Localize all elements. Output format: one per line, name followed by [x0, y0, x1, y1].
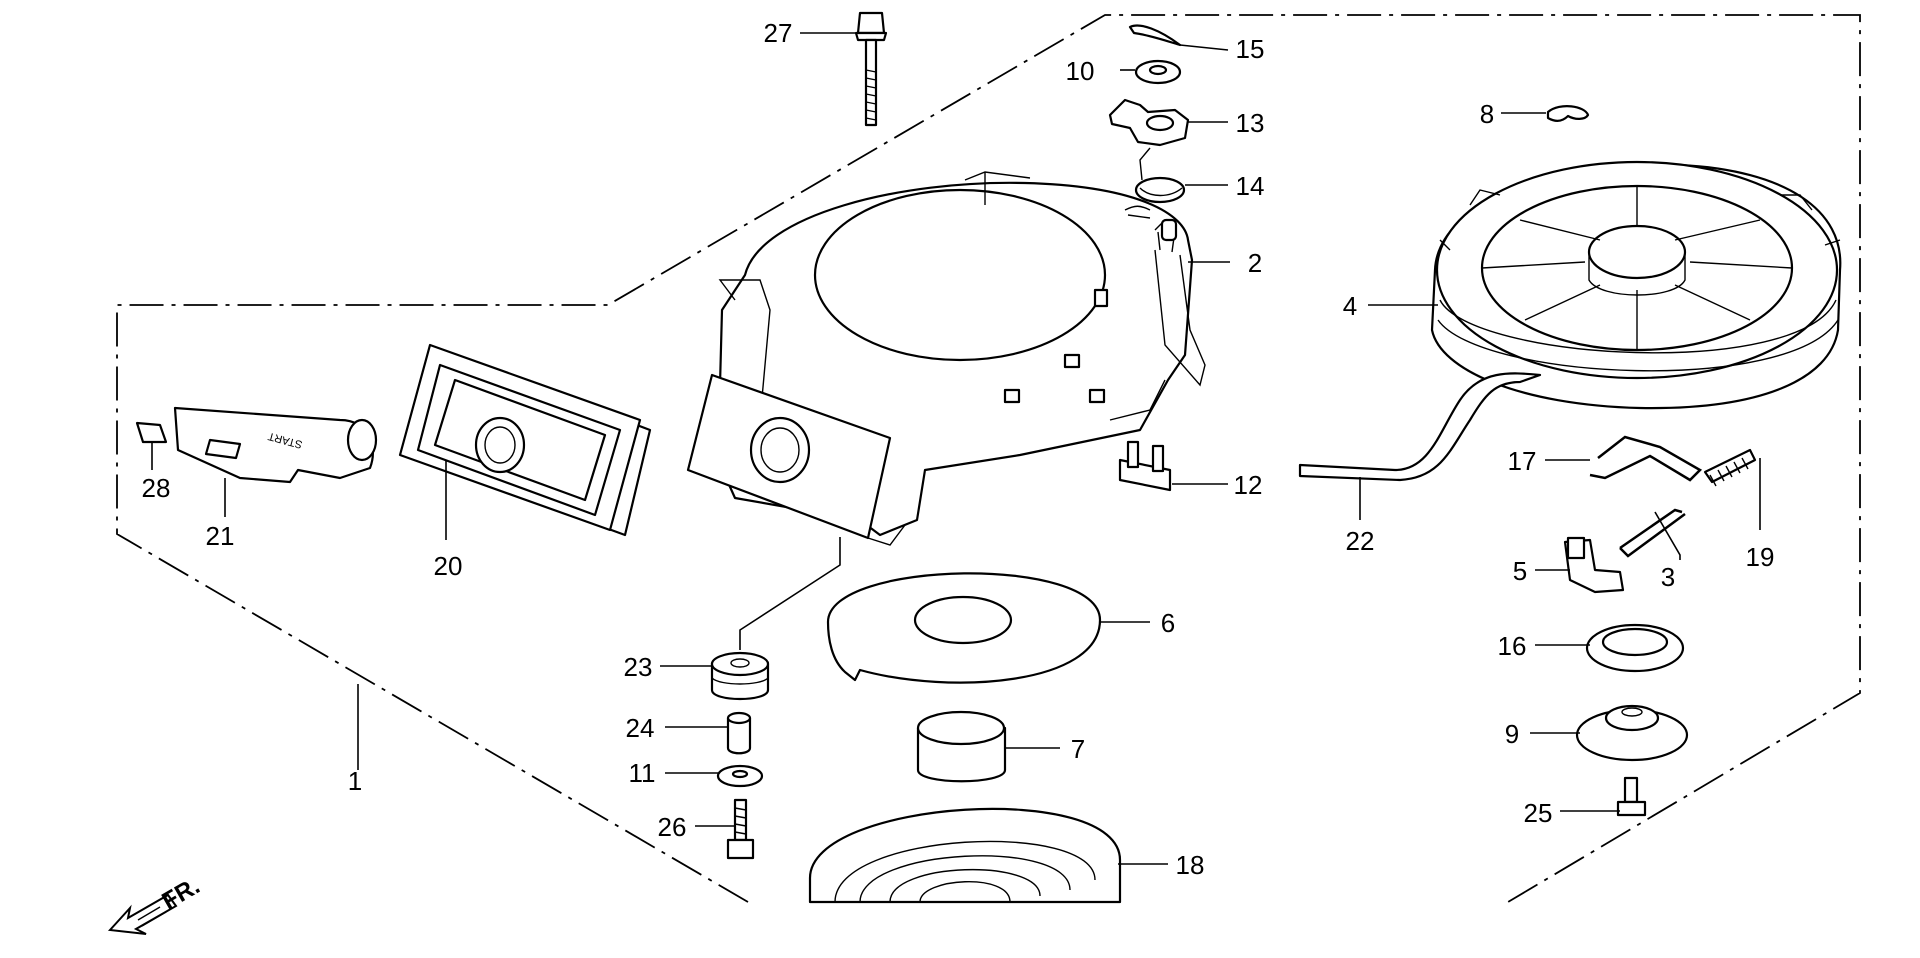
grip-insert-part [135, 421, 168, 444]
friction-plate-16-part [1585, 623, 1685, 673]
starter-grip-part: START [173, 406, 378, 484]
guide-12-part [1118, 440, 1172, 492]
assembly-boundary [116, 14, 1861, 903]
callout-22: 22 [1346, 526, 1375, 556]
recoil-spring-18-part [808, 807, 1122, 904]
callout-24: 24 [626, 713, 655, 743]
callout-4: 4 [1343, 291, 1357, 321]
callout-27: 27 [764, 18, 793, 48]
clip-8-part [1546, 105, 1590, 122]
callout-6: 6 [1161, 608, 1175, 638]
spring-17-part [1589, 435, 1703, 482]
callout-labels: 1 2 3 4 5 6 7 8 9 10 11 12 13 14 15 16 1… [142, 18, 1775, 880]
callout-10: 10 [1066, 56, 1095, 86]
callout-9: 9 [1505, 719, 1519, 749]
callout-14: 14 [1236, 171, 1265, 201]
callout-15: 15 [1236, 34, 1265, 64]
callout-26: 26 [658, 812, 687, 842]
bolt-26-part [726, 798, 755, 860]
starter-case-part [686, 171, 1206, 546]
leader-lines [151, 32, 1761, 865]
washer-10-part [1134, 59, 1182, 85]
gasket-6-part [826, 572, 1102, 684]
spring-14-part [1134, 147, 1186, 204]
callout-3: 3 [1661, 562, 1675, 592]
callout-5: 5 [1513, 556, 1527, 586]
starter-rope-part [1298, 372, 1542, 482]
grommet-23-part [710, 651, 770, 700]
collar-24-part [726, 711, 752, 755]
callout-12: 12 [1234, 470, 1263, 500]
callout-7: 7 [1071, 734, 1085, 764]
washer-11-part [716, 764, 764, 788]
callout-1: 1 [348, 766, 362, 796]
rope-guide-part [398, 343, 652, 537]
bolt-27-part [854, 11, 888, 127]
callout-18: 18 [1176, 850, 1205, 880]
callout-20: 20 [434, 551, 463, 581]
bushing-7-part [916, 710, 1007, 783]
starter-reel-part [1430, 160, 1842, 410]
ratchet-5-part [1563, 536, 1625, 594]
callout-8: 8 [1480, 99, 1494, 129]
callout-21: 21 [206, 521, 235, 551]
callout-23: 23 [624, 652, 653, 682]
callout-19: 19 [1746, 542, 1775, 572]
front-direction-arrow: FR. [107, 872, 204, 935]
spring-19-part [1703, 448, 1757, 487]
ratchet-guide-13-part [1108, 98, 1190, 147]
plate-9-part [1575, 704, 1689, 762]
callout-16: 16 [1498, 631, 1527, 661]
bolt-25-part [1616, 776, 1647, 817]
callout-2: 2 [1248, 248, 1262, 278]
callout-17: 17 [1508, 446, 1537, 476]
spring-3-part [1619, 508, 1686, 558]
callout-13: 13 [1236, 108, 1265, 138]
callout-25: 25 [1524, 798, 1553, 828]
callout-28: 28 [142, 473, 171, 503]
callout-11: 11 [629, 758, 656, 788]
clip-15-part [1128, 24, 1182, 47]
